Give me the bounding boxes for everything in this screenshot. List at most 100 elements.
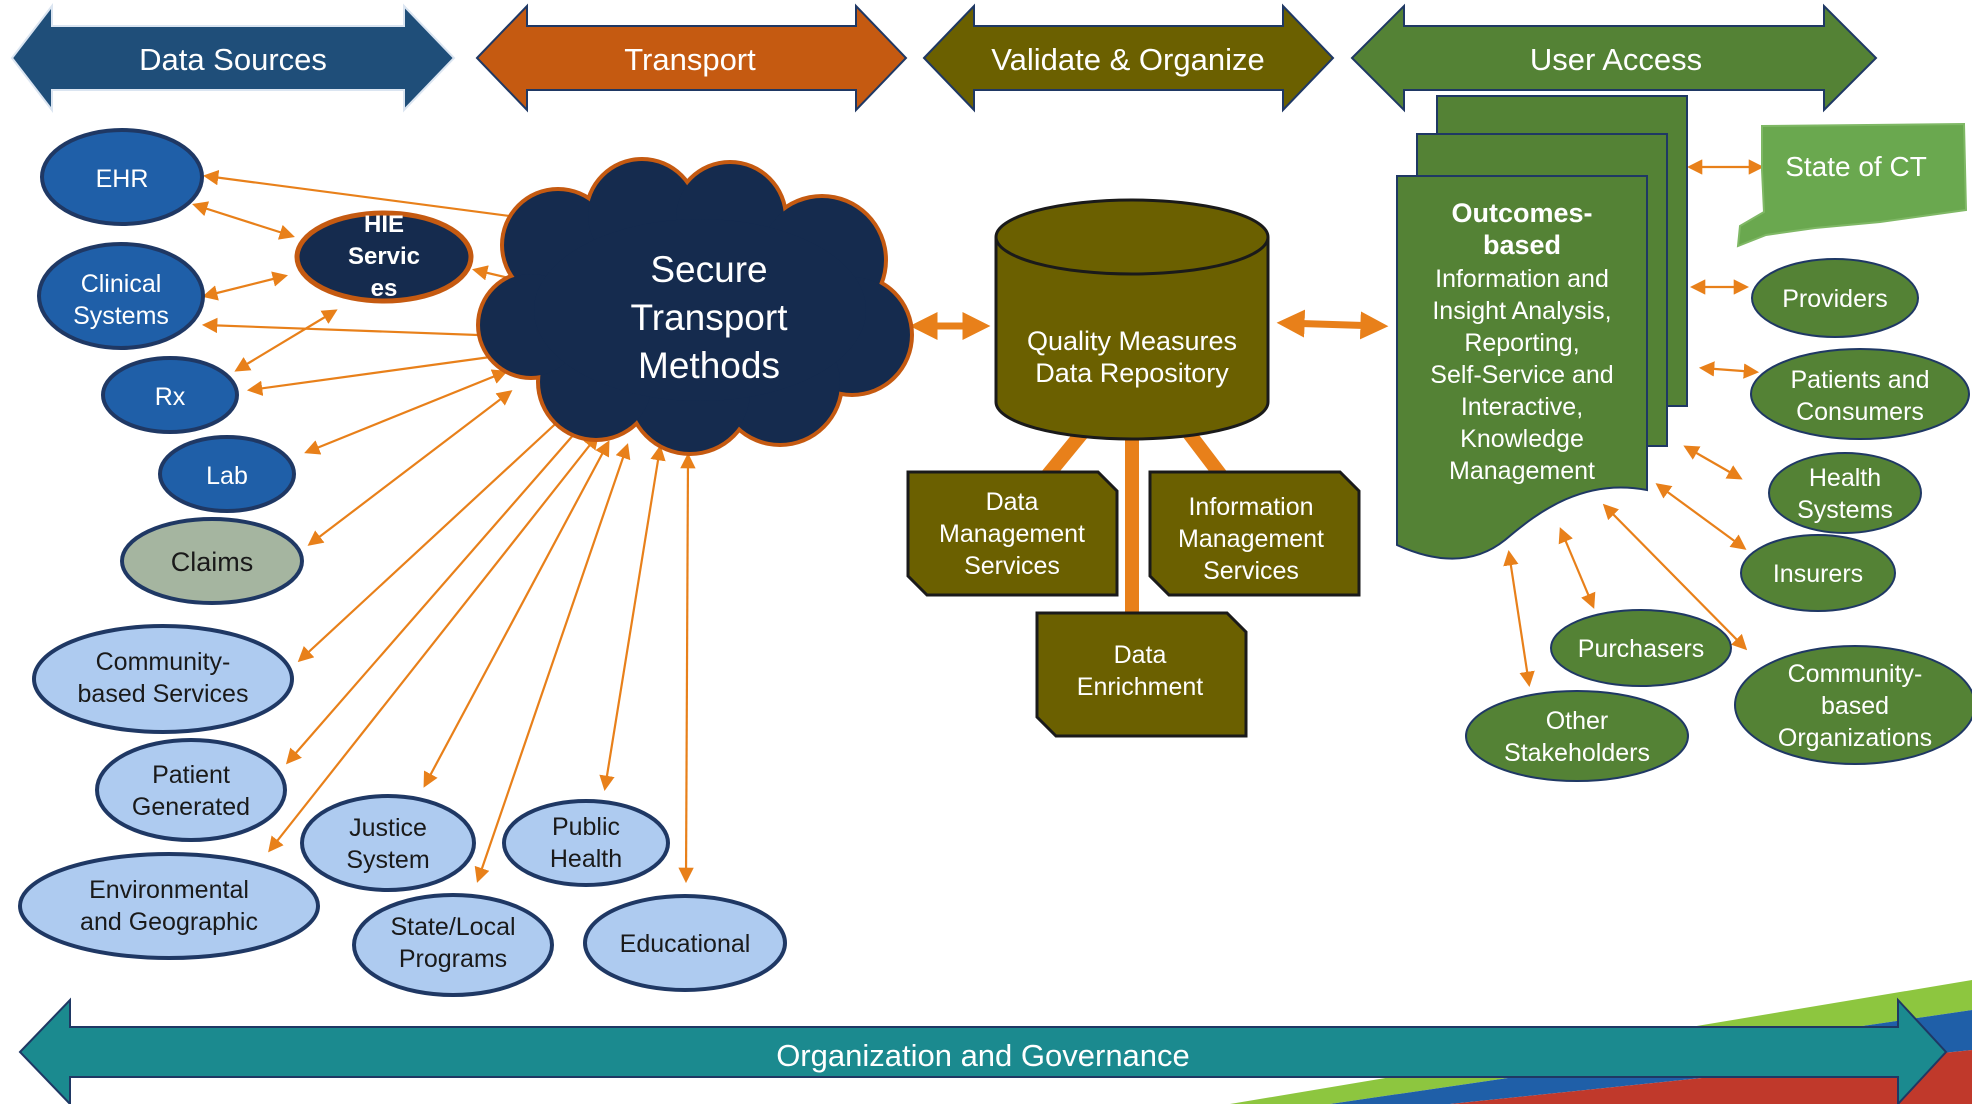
data-management-label-2: Management bbox=[939, 520, 1085, 548]
connector-outcomes-community-orgs bbox=[1602, 503, 1748, 651]
header-data-sources: Data Sources bbox=[10, 3, 456, 113]
community-label-1: Community- bbox=[96, 648, 231, 676]
outcomes-body-1: Information and bbox=[1435, 265, 1609, 293]
community-services-node: Community- based Services bbox=[32, 624, 294, 734]
cloud-label-3: Methods bbox=[638, 345, 780, 386]
clinical-systems-node: Clinical Systems bbox=[37, 242, 205, 350]
data-enrichment-label-1: Data bbox=[1114, 641, 1167, 669]
community-organizations-node: Community- based Organizations bbox=[1734, 645, 1972, 765]
information-management-label-1: Information bbox=[1188, 493, 1313, 521]
clinical-label-1: Clinical bbox=[81, 270, 162, 298]
providers-label: Providers bbox=[1782, 285, 1888, 313]
patient-generated-node: Patient Generated bbox=[95, 738, 287, 842]
purchasers-label: Purchasers bbox=[1578, 635, 1704, 663]
patient-generated-label-1: Patient bbox=[152, 761, 230, 789]
data-enrichment-label-2: Enrichment bbox=[1077, 673, 1203, 701]
public-health-label-1: Public bbox=[552, 813, 620, 841]
state-of-ct-label: State of CT bbox=[1785, 151, 1927, 182]
connector-ehr-hie bbox=[202, 169, 559, 229]
outcomes-body-2: Insight Analysis, bbox=[1432, 297, 1611, 325]
community-orgs-label-2: based bbox=[1821, 692, 1889, 720]
health-systems-label-2: Systems bbox=[1797, 496, 1893, 524]
insurers-label: Insurers bbox=[1773, 560, 1863, 588]
outcomes-body-3: Reporting, bbox=[1464, 329, 1579, 357]
clinical-label-2: Systems bbox=[73, 302, 169, 330]
rx-node: Rx bbox=[101, 356, 239, 434]
connector-educational-cloud bbox=[678, 452, 696, 884]
other-stakeholders-label-2: Stakeholders bbox=[1504, 739, 1650, 767]
connector-lab-cloud bbox=[304, 369, 508, 455]
outcomes-body-7: Management bbox=[1449, 457, 1595, 485]
repository-label-1: Quality Measures bbox=[1027, 326, 1237, 356]
patients-label-2: Consumers bbox=[1796, 398, 1924, 426]
outcomes-title-2: based bbox=[1483, 230, 1561, 260]
header-validate-label: Validate & Organize bbox=[991, 42, 1264, 77]
patients-consumers-node: Patients and Consumers bbox=[1750, 348, 1970, 440]
public-health-label-2: Health bbox=[550, 845, 622, 873]
data-enrichment-box: Data Enrichment bbox=[1035, 611, 1248, 738]
connector-claims-cloud bbox=[307, 390, 513, 546]
connector-clinical-cloud bbox=[201, 317, 509, 344]
ehr-label: EHR bbox=[96, 165, 149, 193]
lab-label: Lab bbox=[206, 462, 248, 490]
connector-outcomes-other bbox=[1503, 549, 1535, 688]
outcomes-body-6: Knowledge bbox=[1460, 425, 1584, 453]
outcomes-document-stack: Outcomes- based Information and Insight … bbox=[1396, 95, 1688, 560]
secure-transport-cloud: Secure Transport Methods bbox=[476, 157, 914, 456]
community-orgs-label-3: Organizations bbox=[1778, 724, 1932, 752]
hie-label-1: HIE bbox=[364, 211, 404, 238]
connector-outcomes-health-systems bbox=[1683, 445, 1743, 480]
information-management-label-2: Management bbox=[1178, 525, 1324, 553]
connector-justice-cloud bbox=[423, 440, 610, 788]
connector-public-health-cloud bbox=[599, 444, 666, 792]
cloud-label-2: Transport bbox=[631, 297, 789, 338]
justice-system-node: Justice System bbox=[300, 794, 476, 892]
environmental-label-2: and Geographic bbox=[80, 908, 258, 936]
purchasers-node: Purchasers bbox=[1550, 609, 1732, 687]
connector-rx-cloud bbox=[246, 349, 509, 396]
connector-hie-rx bbox=[234, 309, 338, 372]
outcomes-body-5: Interactive, bbox=[1461, 393, 1583, 421]
connector-outcomes-insurers bbox=[1655, 483, 1747, 550]
hie-label-2: Servic bbox=[348, 243, 420, 270]
environmental-label-1: Environmental bbox=[89, 876, 249, 904]
educational-node: Educational bbox=[583, 894, 787, 992]
state-local-label-2: Programs bbox=[399, 945, 507, 973]
hie-services-node: HIE Servic es bbox=[294, 210, 474, 304]
other-stakeholders-label-1: Other bbox=[1546, 707, 1609, 735]
ehr-node: EHR bbox=[40, 128, 204, 226]
data-management-services: Data Management Services bbox=[906, 470, 1119, 597]
patients-label-1: Patients and bbox=[1791, 366, 1930, 394]
connector-patient-generated-cloud bbox=[285, 422, 585, 765]
outcomes-body-4: Self-Service and bbox=[1430, 361, 1613, 389]
educational-label: Educational bbox=[620, 930, 751, 958]
environmental-node: Environmental and Geographic bbox=[18, 852, 320, 960]
data-management-label-3: Services bbox=[964, 552, 1060, 580]
rx-label: Rx bbox=[155, 383, 186, 411]
header-transport: Transport bbox=[475, 3, 908, 113]
patient-generated-label-2: Generated bbox=[132, 793, 250, 821]
justice-label-1: Justice bbox=[349, 814, 427, 842]
information-management-services: Information Management Services bbox=[1148, 470, 1361, 597]
other-stakeholders-node: Other Stakeholders bbox=[1465, 690, 1689, 782]
outcomes-title-1: Outcomes- bbox=[1451, 198, 1592, 228]
header-user-access-label: User Access bbox=[1530, 42, 1702, 77]
governance-label: Organization and Governance bbox=[776, 1038, 1190, 1073]
community-orgs-label-1: Community- bbox=[1788, 660, 1923, 688]
insurers-node: Insurers bbox=[1740, 534, 1896, 612]
data-management-label-1: Data bbox=[986, 488, 1039, 516]
header-validate: Validate & Organize bbox=[922, 3, 1335, 113]
justice-label-2: System bbox=[346, 846, 429, 874]
hie-label-3: es bbox=[371, 275, 398, 302]
connector-outcomes-patients bbox=[1698, 361, 1760, 379]
header-user-access: User Access bbox=[1350, 3, 1878, 113]
connector-repository-outcomes bbox=[1276, 309, 1389, 340]
connector-arrows bbox=[192, 159, 1765, 884]
header-data-sources-label: Data Sources bbox=[139, 42, 327, 77]
state-local-label-1: State/Local bbox=[390, 913, 515, 941]
connector-outcomes-purchasers bbox=[1558, 527, 1596, 609]
state-local-programs-node: State/Local Programs bbox=[352, 893, 554, 997]
health-systems-label-1: Health bbox=[1809, 464, 1881, 492]
providers-node: Providers bbox=[1751, 258, 1919, 338]
